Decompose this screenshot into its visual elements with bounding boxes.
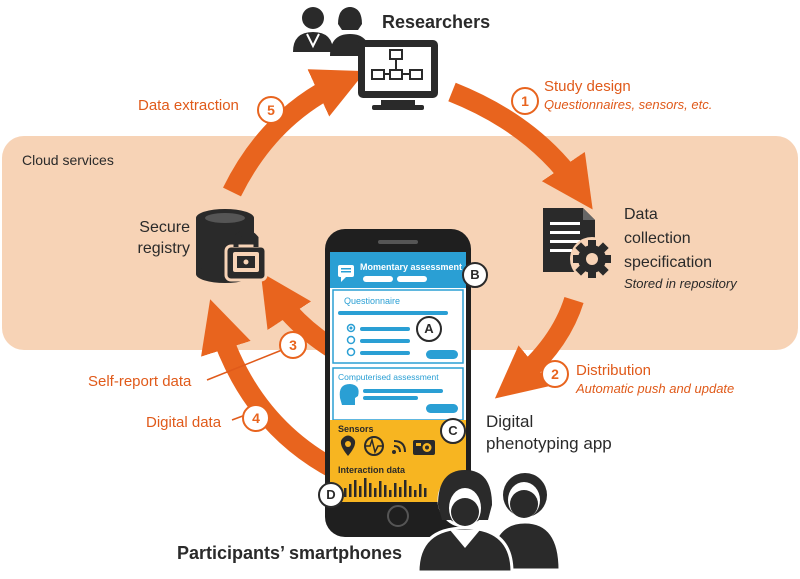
arrow-distribution xyxy=(494,296,584,399)
sensors-title: Sensors xyxy=(338,424,374,434)
marker-c: C xyxy=(440,418,466,444)
interaction-data-title: Interaction data xyxy=(338,465,406,475)
assessment-button xyxy=(426,404,458,413)
step-5-badge: 5 xyxy=(257,96,285,124)
app-label-line2: phenotyping app xyxy=(486,434,612,453)
step-2-badge: 2 xyxy=(541,360,569,388)
marker-b: B xyxy=(462,262,488,288)
data-collection-line3: specification xyxy=(624,254,713,271)
marker-d: D xyxy=(318,482,344,508)
momentary-pill-2 xyxy=(397,276,427,282)
researchers-icon xyxy=(293,7,370,56)
participants-label: Participants’ smartphones xyxy=(177,543,403,563)
stored-in-repository: Stored in repository xyxy=(624,276,737,291)
researchers-label: Researchers xyxy=(382,12,491,32)
study-design-sub: Questionnaires, sensors, etc. xyxy=(544,97,713,112)
questionnaire-submit-button xyxy=(426,350,458,359)
flowchart-monitor-icon xyxy=(358,40,438,110)
wireless-icon xyxy=(392,440,406,454)
questionnaire-title: Questionnaire xyxy=(344,296,401,306)
secure-registry-line1: Secure xyxy=(139,219,190,236)
assessment-line-2 xyxy=(363,396,418,400)
data-collection-line2: collection xyxy=(624,230,691,247)
step-3-badge: 3 xyxy=(279,331,307,359)
distribution-sub: Automatic push and update xyxy=(576,381,735,396)
document-gear-icon xyxy=(543,208,614,281)
answer-line-2 xyxy=(360,339,410,343)
participants-icon xyxy=(416,470,562,574)
answer-line-1 xyxy=(360,327,410,331)
assessment-line-1 xyxy=(363,389,443,393)
marker-a: A xyxy=(416,316,442,342)
location-icon xyxy=(340,435,356,456)
self-report-data-label: Self-report data xyxy=(88,373,192,390)
database-lock-icon xyxy=(196,209,268,283)
digital-data-label: Digital data xyxy=(146,414,222,431)
activity-icon xyxy=(364,436,384,456)
cloud-services-label: Cloud services xyxy=(22,152,114,168)
secure-registry-line2: registry xyxy=(137,240,190,257)
interaction-data-bars xyxy=(344,478,427,497)
computerised-assessment-title: Computerised assessment xyxy=(338,372,439,382)
momentary-pill-1 xyxy=(363,276,393,282)
app-label-line1: Digital xyxy=(486,412,534,431)
head-profile-icon xyxy=(339,384,359,405)
answer-line-3 xyxy=(360,351,410,355)
step-1-badge: 1 xyxy=(511,87,539,115)
arrow-study-design xyxy=(448,82,593,210)
distribution-label: Distribution xyxy=(576,362,652,379)
chat-icon xyxy=(338,265,354,282)
camera-icon xyxy=(413,440,435,455)
questionnaire-line xyxy=(338,311,448,315)
step-4-badge: 4 xyxy=(242,404,270,432)
arrow-data-extraction xyxy=(223,69,366,197)
momentary-assessment-title: Momentary assessment xyxy=(360,262,463,272)
data-extraction-label: Data extraction xyxy=(138,97,239,114)
study-design-label: Study design xyxy=(544,78,631,95)
data-collection-line1: Data xyxy=(624,206,658,223)
